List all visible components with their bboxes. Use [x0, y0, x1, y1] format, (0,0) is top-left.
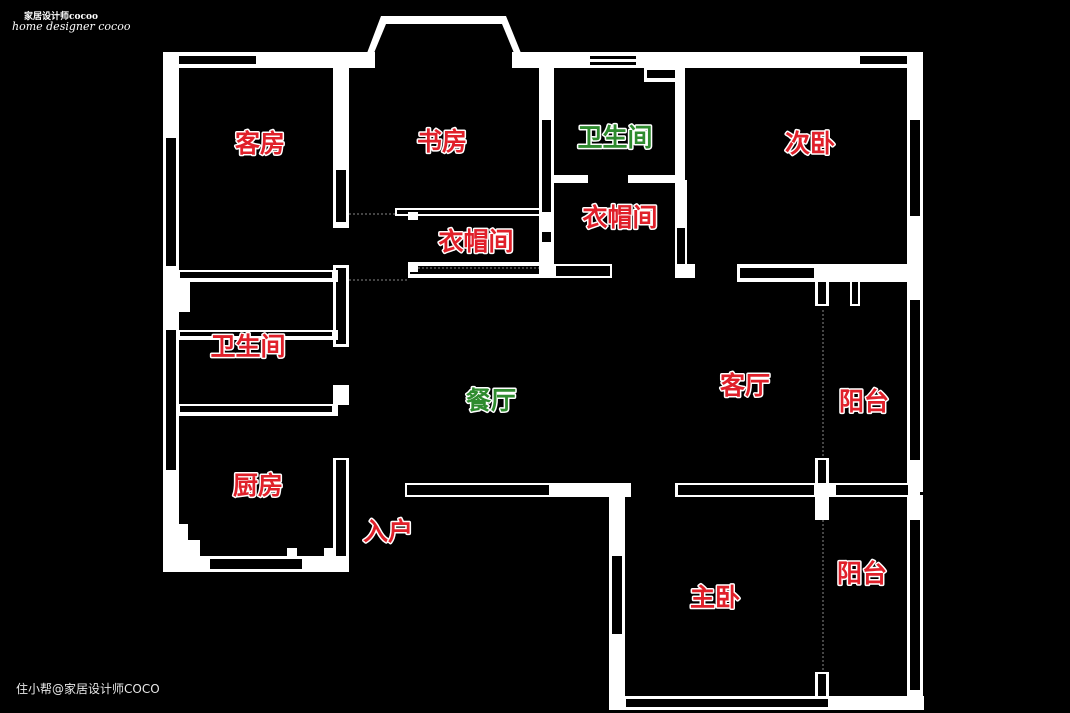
room-label-kitchen: 厨房: [233, 471, 283, 500]
room-label-master-bedroom: 主卧: [690, 583, 740, 612]
room-label-second-bedroom: 次卧: [785, 129, 835, 158]
room-label-bathroom-left: 卫生间: [210, 332, 285, 361]
room-label-guest-room: 客房: [235, 129, 285, 158]
room-label-balcony-top: 阳台: [839, 387, 889, 416]
room-label-closet-right: 衣帽间: [582, 203, 657, 232]
room-label-closet-mid: 衣帽间: [438, 227, 513, 256]
room-label-dining: 餐厅: [466, 386, 516, 415]
watermark-title: 家居设计师cocoo: [24, 12, 98, 22]
room-label-living: 客厅: [720, 371, 770, 400]
room-label-balcony-bottom: 阳台: [837, 559, 887, 588]
walls: [163, 16, 924, 710]
room-label-study: 书房: [417, 127, 467, 156]
room-label-entrance: 入户: [363, 517, 413, 546]
room-label-bathroom-top: 卫生间: [577, 123, 652, 152]
door-marks: [349, 213, 824, 672]
credit-text: 住小帮@家居设计师COCO: [16, 682, 160, 696]
watermark-subtitle: home designer cocoo: [12, 20, 131, 33]
